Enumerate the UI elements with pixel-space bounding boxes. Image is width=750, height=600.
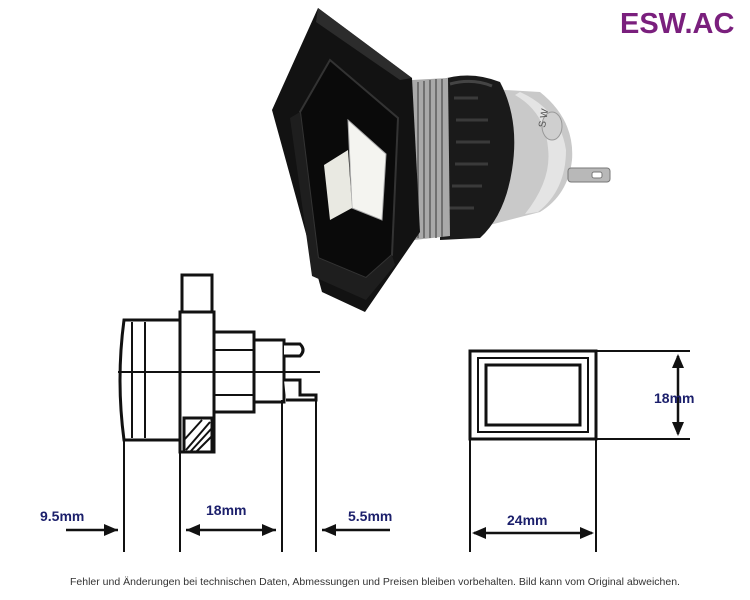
side-view [66,273,390,552]
knurled-ring [412,78,450,240]
dim-label-9-5mm: 9.5mm [40,508,85,524]
product-photo: S W [272,8,611,312]
dim-label-5-5mm: 5.5mm [348,508,393,524]
dim-label-24mm: 24mm [507,512,548,528]
mounting-ring [440,75,515,240]
brand-logo: ESW.AC [620,8,735,40]
bezel-marking: S W [537,107,551,128]
legal-disclaimer: Fehler und Änderungen bei technischen Da… [70,576,680,588]
dim-label-18mm-side: 18mm [206,502,247,518]
front-view [468,349,690,552]
square-bezel [272,8,420,312]
dim-label-18mm-front: 18mm [654,390,695,406]
